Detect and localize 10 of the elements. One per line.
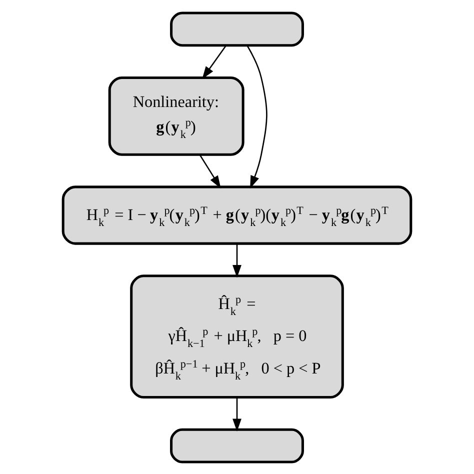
node-box: Ĥ$_{k}$$^{p}$ = γĤ$_{k−1}$$^{p}$ + μH$_{k}$$^{p}$, p = 0 βĤ$_{k}$$^{p−1}$ + μH$_{k}$$^{p}$, 0 < p < P [130, 274, 344, 398]
arrow [202, 44, 227, 79]
arrow [232, 396, 242, 431]
node-box: H$_{k}$$^{p}$ = I − y$_{k}$$^{p}$(y$_{k}$$^{p}$)$^{T}$ + g(y$_{k}$$^{p}$)(y$_{k}$$^{p}$)$^{T}$ − y$_{k}$$^{p}$g(y$_{k}$$^{p}$)$^{T}$ [62, 185, 412, 244]
arrow [199, 154, 221, 188]
node-box: Nonlinearity: g(y$_{k}$$^{p}$) [108, 76, 244, 156]
node-box [170, 11, 304, 46]
arrow [232, 243, 242, 278]
node-box [170, 428, 304, 463]
arrow [246, 44, 268, 188]
